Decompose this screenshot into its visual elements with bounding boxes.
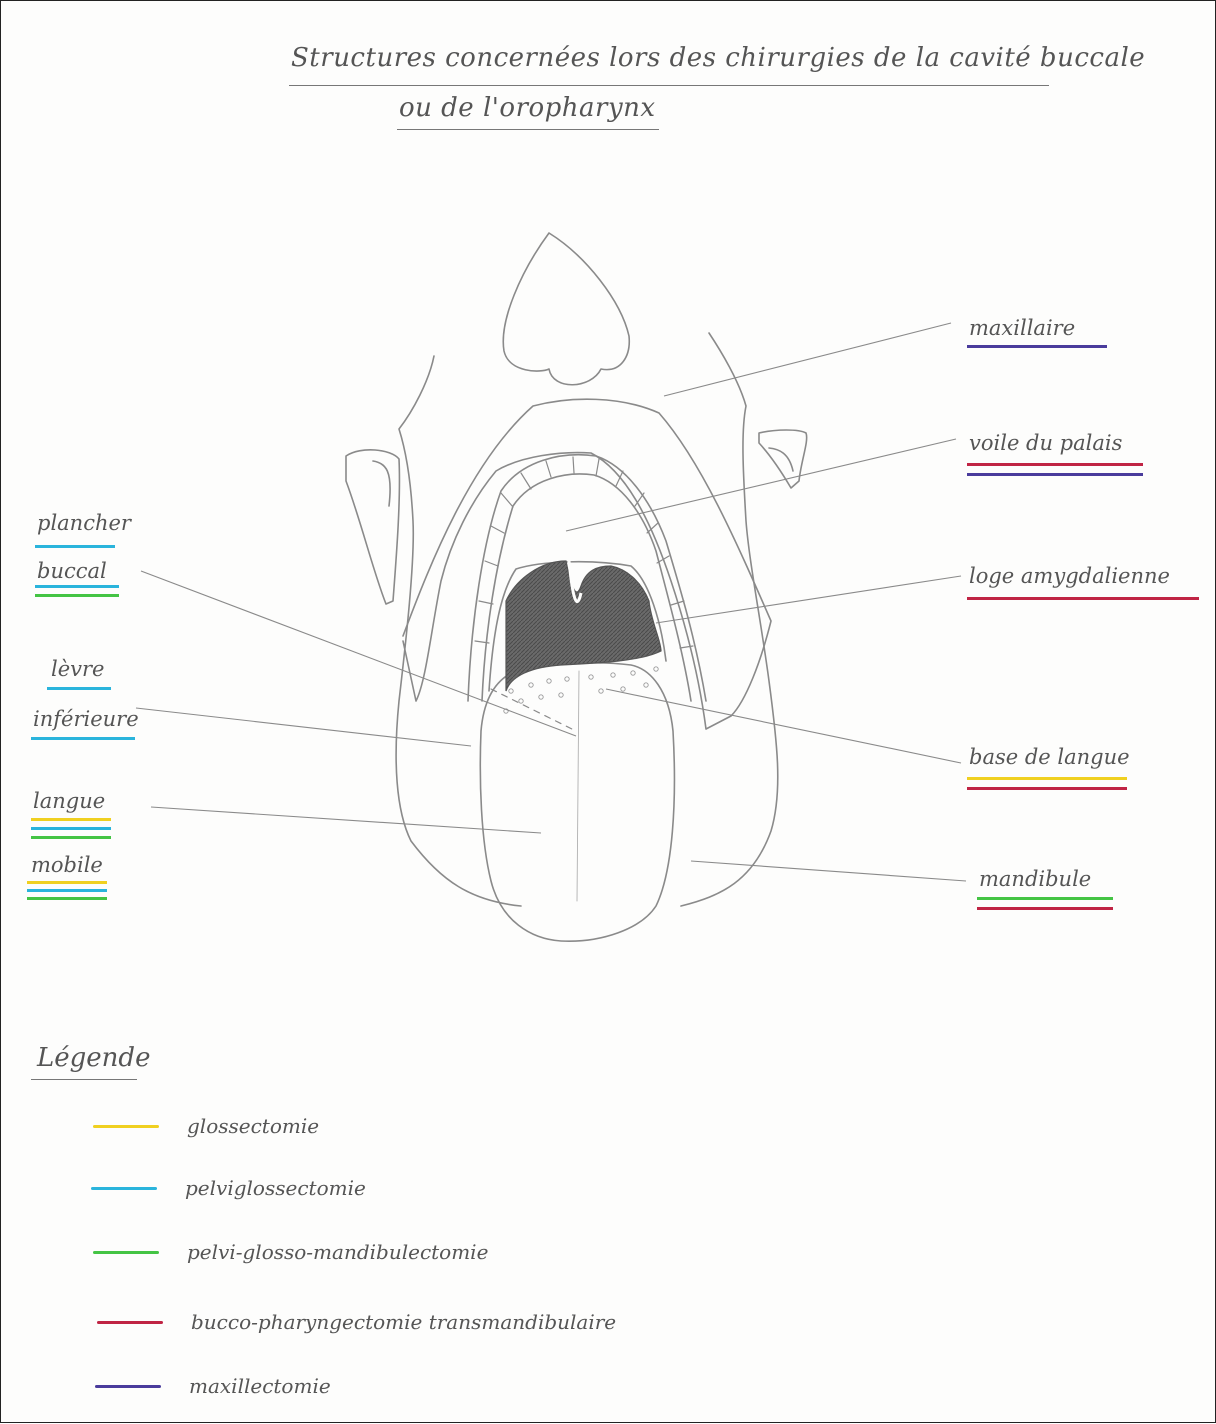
legend-label: glossectomie bbox=[187, 1114, 319, 1138]
label-inferieure: inférieure bbox=[33, 707, 139, 731]
underline-pelvi-glosso-mandibulectomie bbox=[977, 897, 1113, 900]
underline-pelviglossectomie bbox=[27, 889, 107, 892]
legend-item: maxillectomie bbox=[95, 1371, 331, 1401]
legend-item: bucco-pharyngectomie transmandibulaire bbox=[97, 1307, 616, 1337]
label-mobile: mobile bbox=[31, 853, 103, 877]
underline-maxillectomie bbox=[967, 345, 1107, 348]
underline-pelviglossectomie bbox=[35, 545, 115, 548]
leader-voile bbox=[566, 439, 956, 531]
leader-levre bbox=[136, 708, 471, 746]
leader-loge bbox=[656, 576, 961, 623]
label-plancher: plancher bbox=[37, 511, 131, 535]
underline-bucco-pharyngectomie bbox=[977, 907, 1113, 910]
underline-glossectomie bbox=[31, 818, 111, 821]
legend-label: bucco-pharyngectomie transmandibulaire bbox=[191, 1310, 616, 1334]
underline-pelvi-glosso-mandibulectomie bbox=[35, 594, 119, 597]
label-maxillaire: maxillaire bbox=[969, 316, 1075, 340]
legend-title-underline bbox=[31, 1079, 137, 1080]
right-face-outline bbox=[681, 333, 778, 906]
underline-glossectomie bbox=[967, 777, 1127, 780]
lips-outline bbox=[403, 399, 771, 729]
legend-swatch bbox=[91, 1187, 157, 1190]
label-buccal: buccal bbox=[37, 559, 107, 583]
legend-item: pelviglossectomie bbox=[91, 1173, 366, 1203]
underline-bucco-pharyngectomie bbox=[967, 463, 1143, 466]
label-levre: lèvre bbox=[51, 657, 104, 681]
legend-title: Légende bbox=[37, 1043, 150, 1073]
label-base-de-langue: base de langue bbox=[969, 745, 1130, 769]
underline-pelviglossectomie bbox=[35, 585, 119, 588]
leader-maxillaire bbox=[664, 323, 951, 396]
underline-bucco-pharyngectomie bbox=[967, 597, 1199, 600]
label-mandibule: mandibule bbox=[979, 867, 1091, 891]
left-ear-outline bbox=[346, 450, 399, 604]
legend-item: glossectomie bbox=[93, 1111, 319, 1141]
underline-glossectomie bbox=[27, 881, 107, 884]
leader-mandibule bbox=[691, 861, 966, 881]
pharynx-shading bbox=[506, 561, 661, 691]
underline-bucco-pharyngectomie bbox=[967, 787, 1127, 790]
legend-swatch bbox=[95, 1385, 161, 1388]
legend-swatch bbox=[93, 1251, 159, 1254]
label-loge-amygdalienne: loge amygdalienne bbox=[969, 564, 1170, 588]
legend-label: pelvi-glosso-mandibulectomie bbox=[187, 1240, 488, 1264]
nose-outline bbox=[503, 233, 629, 385]
underline-maxillectomie bbox=[967, 473, 1143, 476]
underline-pelvi-glosso-mandibulectomie bbox=[31, 836, 111, 839]
label-voile-du-palais: voile du palais bbox=[969, 431, 1122, 455]
legend-label: maxillectomie bbox=[189, 1374, 331, 1398]
label-langue: langue bbox=[33, 789, 105, 813]
underline-pelviglossectomie bbox=[31, 737, 135, 740]
underline-pelviglossectomie bbox=[31, 827, 111, 830]
underline-pelviglossectomie bbox=[47, 687, 111, 690]
legend-swatch bbox=[97, 1321, 163, 1324]
legend-item: pelvi-glosso-mandibulectomie bbox=[93, 1237, 488, 1267]
leader-base bbox=[606, 689, 961, 763]
legend-swatch bbox=[93, 1125, 159, 1128]
underline-pelvi-glosso-mandibulectomie bbox=[27, 897, 107, 900]
legend-label: pelviglossectomie bbox=[185, 1176, 366, 1200]
